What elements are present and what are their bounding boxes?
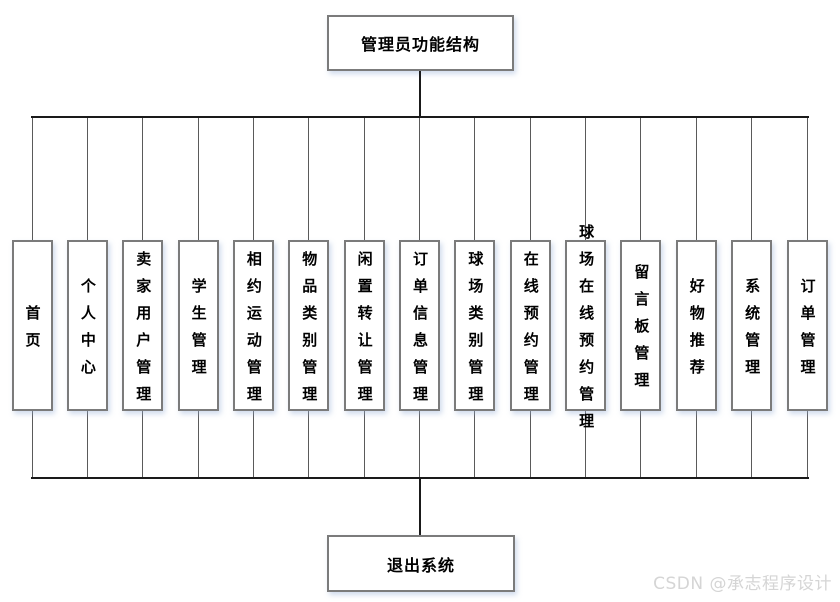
function-box: 卖家用户管理 xyxy=(122,240,164,413)
branch-line-top xyxy=(308,118,310,240)
function-box-label: 留言板管理 xyxy=(632,264,651,399)
exit-trunk-line xyxy=(419,479,421,535)
branch-line-top xyxy=(806,118,808,240)
branch-line-bottom xyxy=(197,411,199,477)
function-box: 个人中心 xyxy=(66,240,108,411)
branch-line-top xyxy=(474,118,476,240)
branch-line-bottom xyxy=(640,411,642,477)
function-box-label: 球场类别管理 xyxy=(466,250,485,413)
branch-line-top xyxy=(751,118,753,240)
function-box-label: 首页 xyxy=(23,304,42,359)
branch-line-bottom xyxy=(308,411,310,477)
function-box-label: 系统管理 xyxy=(743,277,762,386)
root-node-admin-functions: 管理员功能结构 xyxy=(327,15,514,71)
branch-line-top xyxy=(695,118,697,240)
function-box: 球场类别管理 xyxy=(454,240,496,413)
function-box-label: 订单信息管理 xyxy=(411,250,429,413)
branch-line-bottom xyxy=(529,411,531,477)
function-box-label: 相约运动管理 xyxy=(244,250,263,413)
function-box-label: 卖家用户管理 xyxy=(134,250,153,413)
branch-line-bottom xyxy=(86,411,88,477)
function-box: 学生管理 xyxy=(177,240,219,411)
branch-line-bottom xyxy=(142,411,144,477)
branch-line-top xyxy=(86,118,88,240)
function-box-label: 好物推荐 xyxy=(687,277,706,386)
branch-line-bottom xyxy=(751,411,753,477)
function-box-label: 订单管理 xyxy=(798,277,817,386)
function-box: 订单信息管理 xyxy=(399,240,440,413)
function-box-label: 闲置转让管理 xyxy=(355,250,374,413)
function-box-label: 个人中心 xyxy=(78,277,97,386)
function-box: 好物推荐 xyxy=(675,240,717,411)
watermark-text: CSDN @承志程序设计 xyxy=(653,574,832,594)
branch-line-top xyxy=(252,118,254,240)
function-box: 物品类别管理 xyxy=(288,240,330,413)
exit-node: 退出系统 xyxy=(327,535,515,592)
branch-line-bottom xyxy=(585,411,587,477)
function-box-label: 球场在线预约管理 xyxy=(577,223,596,440)
function-box: 在线预约管理 xyxy=(509,240,551,413)
branch-line-bottom xyxy=(31,411,33,477)
function-box: 球场在线预约管理 xyxy=(565,224,607,440)
branch-line-top xyxy=(142,118,144,240)
branch-line-top xyxy=(585,118,587,240)
branch-line-bottom xyxy=(806,411,808,477)
function-box: 留言板管理 xyxy=(620,240,662,411)
branch-line-bottom xyxy=(695,411,697,477)
branch-line-top xyxy=(31,118,33,240)
top-bus-line xyxy=(31,116,809,118)
function-box-label: 学生管理 xyxy=(189,277,208,386)
branch-line-bottom xyxy=(474,411,476,477)
branch-line-top xyxy=(640,118,642,240)
function-box-label: 在线预约管理 xyxy=(521,250,540,413)
branch-line-top xyxy=(363,118,365,240)
branch-line-top xyxy=(529,118,531,240)
bottom-bus-line xyxy=(31,477,809,479)
function-box: 闲置转让管理 xyxy=(343,240,385,413)
function-box: 相约运动管理 xyxy=(232,240,274,413)
function-box: 订单管理 xyxy=(786,240,828,411)
branch-line-top xyxy=(419,118,420,240)
function-box: 首页 xyxy=(11,240,53,411)
branch-line-bottom xyxy=(419,411,420,477)
function-box-label: 物品类别管理 xyxy=(300,250,319,413)
branch-line-top xyxy=(197,118,199,240)
exit-node-label: 退出系统 xyxy=(386,555,455,575)
branch-line-bottom xyxy=(252,411,254,477)
root-trunk-line xyxy=(419,71,421,117)
root-node-label: 管理员功能结构 xyxy=(360,35,480,54)
function-box: 系统管理 xyxy=(731,240,773,411)
branch-line-bottom xyxy=(363,411,365,477)
